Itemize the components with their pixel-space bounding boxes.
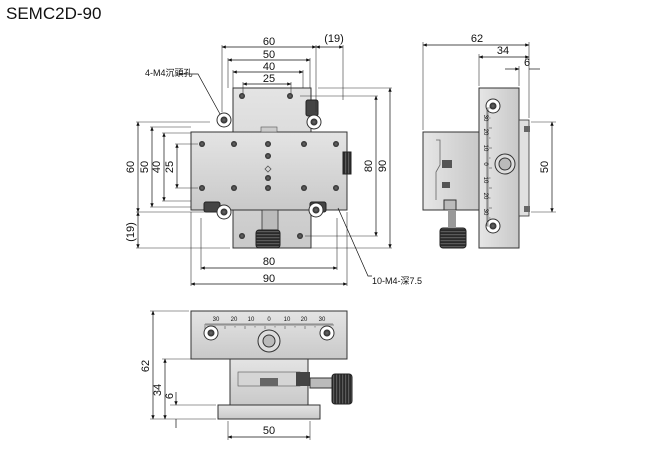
front-dim-50: 50	[263, 425, 275, 437]
side-view-lower-body	[422, 131, 480, 211]
svg-text:20: 20	[482, 129, 488, 136]
side-dim-6: 6	[524, 57, 530, 69]
top-dim-50: 50	[263, 49, 275, 61]
top-view-knob-bottom	[255, 229, 281, 249]
side-view: 30 20 10 0 10 20 30	[422, 33, 556, 249]
top-view: 60 50 40 25 (19) 60 50 40 25 (19) 80 90 …	[125, 33, 422, 286]
side-dim-62: 62	[471, 33, 483, 45]
svg-text:30: 30	[213, 317, 220, 323]
svg-text:10: 10	[284, 317, 291, 323]
right-dim-80: 80	[363, 160, 375, 172]
top-dim-25: 25	[263, 73, 275, 85]
front-view: 30 20 10 0 10 20 30	[140, 310, 353, 440]
top-view-knob-right	[342, 151, 352, 175]
left-dim-40: 40	[151, 161, 163, 173]
top-dim-paren-19: (19)	[324, 33, 344, 45]
svg-text:30: 30	[482, 209, 488, 216]
svg-text:0: 0	[267, 317, 271, 323]
side-view-knob	[439, 227, 467, 249]
svg-text:0: 0	[482, 162, 488, 166]
side-dim-50: 50	[539, 161, 551, 173]
svg-text:10: 10	[482, 145, 488, 152]
front-dim-34: 34	[152, 384, 164, 396]
top-dim-40: 40	[263, 61, 275, 73]
tapped-holes	[199, 93, 339, 239]
top-dim-60: 60	[263, 36, 275, 48]
svg-text:20: 20	[301, 317, 308, 323]
right-dim-90: 90	[377, 160, 389, 172]
svg-text:10: 10	[482, 177, 488, 184]
left-dim-25: 25	[164, 161, 176, 173]
side-scale-labels: 30 20 10 0 10 20 30	[482, 115, 488, 216]
callout-counterbore: 4-M4沉頭孔	[145, 68, 193, 78]
svg-text:20: 20	[482, 193, 488, 200]
callout-tapped: 10-M4-深7.5	[372, 276, 422, 286]
side-view-scale	[486, 107, 492, 227]
svg-text:20: 20	[231, 317, 238, 323]
counterbore-holes	[216, 112, 324, 220]
top-view-shaft	[261, 209, 279, 233]
left-dim-paren-19: (19)	[125, 222, 137, 242]
front-dim-62: 62	[140, 360, 152, 372]
left-dim-50: 50	[139, 161, 151, 173]
drawing-title: SEMC2D-90	[6, 4, 102, 23]
front-view-bottom-flange	[217, 404, 321, 420]
side-dim-34: 34	[497, 45, 509, 57]
svg-text:30: 30	[319, 317, 326, 323]
front-dim-6: 6	[164, 393, 176, 399]
bottom-dim-80: 80	[263, 256, 275, 268]
left-dim-60: 60	[125, 161, 137, 173]
svg-text:10: 10	[248, 317, 255, 323]
front-scale-labels: 30 20 10 0 10 20 30	[213, 317, 326, 323]
front-view-knob	[331, 373, 353, 405]
svg-text:30: 30	[482, 115, 488, 122]
bottom-dim-90: 90	[263, 273, 275, 285]
